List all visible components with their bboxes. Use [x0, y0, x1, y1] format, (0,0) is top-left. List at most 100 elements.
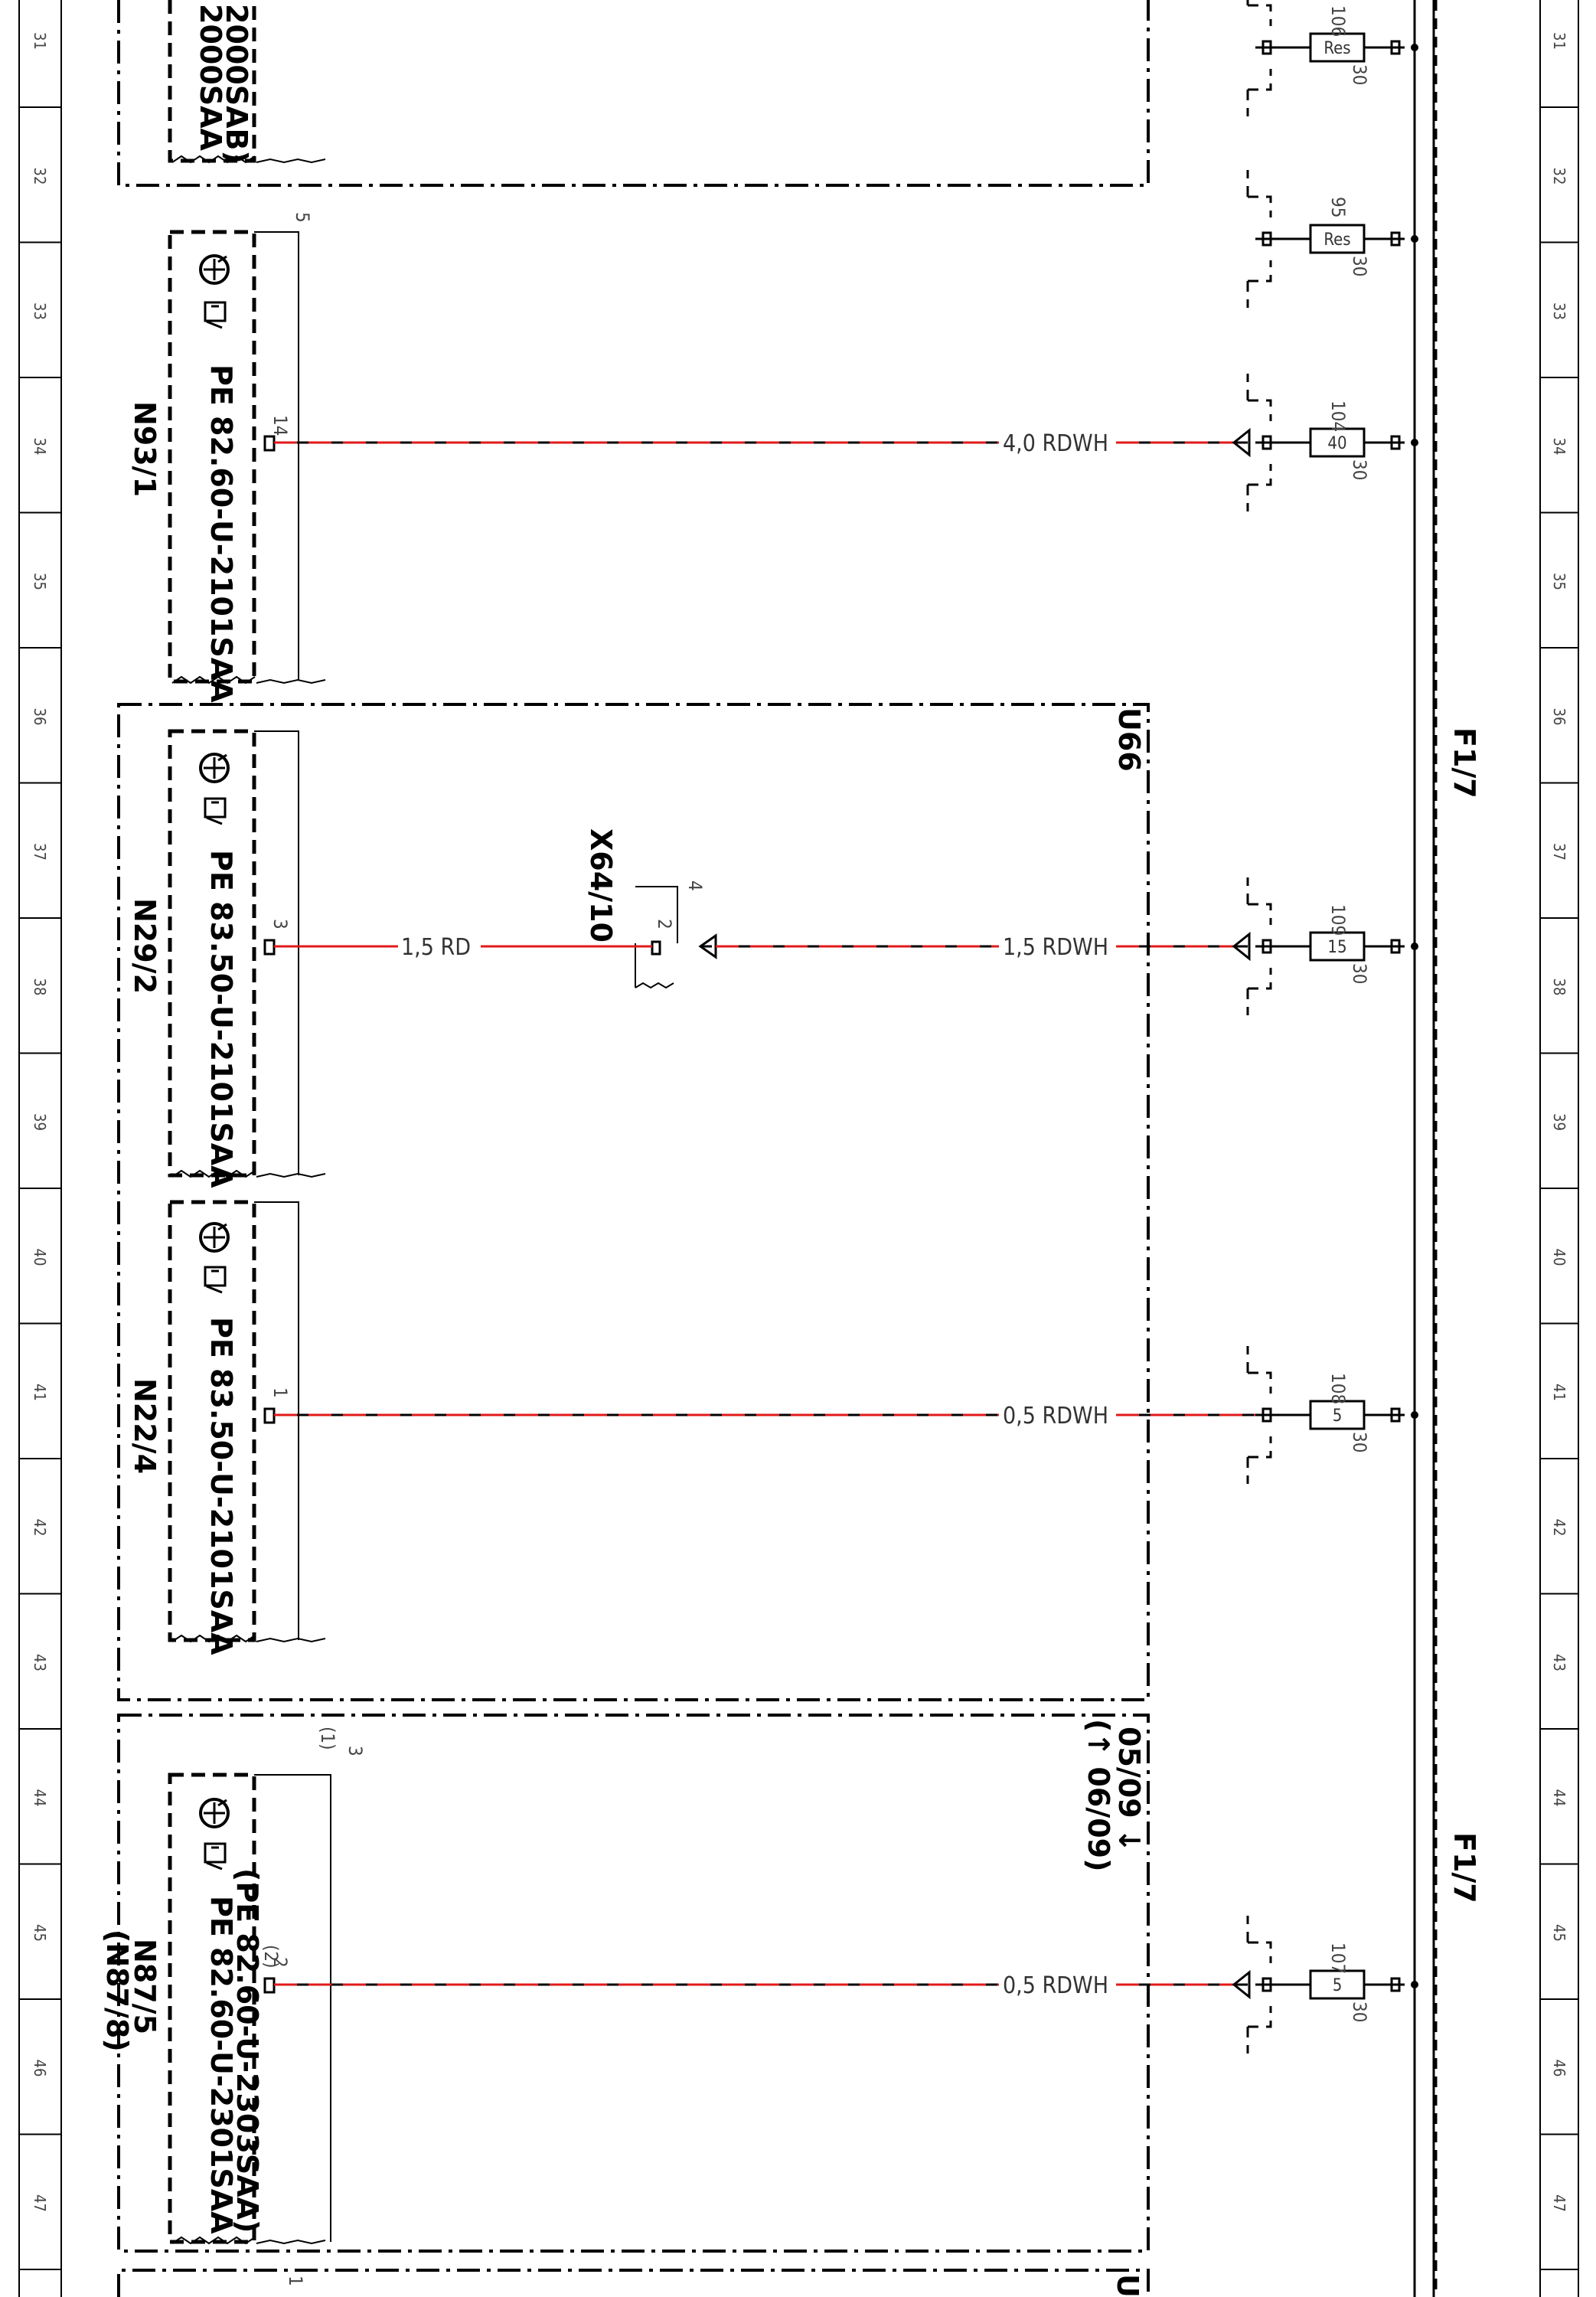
fuse-pin: 30 [1349, 2001, 1370, 2022]
wire-2: 1,5 RD 3 [263, 919, 652, 961]
fuse-number: 109 [1327, 904, 1349, 936]
grid-number-right: 36 [1550, 708, 1568, 726]
module-n93-1-code: N93/1 [128, 401, 162, 497]
grid-number-right: 39 [1550, 1113, 1568, 1131]
wire-5-pin: 2 [269, 1957, 291, 1968]
fuse-number: 108 [1327, 1373, 1349, 1404]
grid-number-left: 40 [31, 1249, 49, 1266]
group-box-next [117, 2269, 1150, 2297]
grid-number-left: 45 [31, 1924, 49, 1942]
fuse-number: 95 [1327, 197, 1349, 217]
group-box-u66 [117, 703, 1150, 1701]
grid-number-left: 44 [31, 1789, 49, 1807]
module-n87-5-box [168, 1773, 256, 2244]
zigzag [171, 1169, 256, 1178]
grid-number-right: 33 [1550, 302, 1568, 320]
zigzag [171, 1634, 256, 1643]
fuse-rating: 5 [1333, 1976, 1343, 1995]
fuse-104: 40 104 30 [1232, 374, 1418, 511]
connector-pin-outer: 4 [684, 881, 706, 891]
wire-3: 1,5 RDWH [716, 934, 1234, 961]
module-n87-5-code-alt: (N87/8) [100, 1929, 134, 2052]
zigzag [171, 155, 256, 164]
hand-icon [204, 1842, 227, 1871]
module-n22-4-code: N22/4 [128, 1378, 162, 1474]
fuse-box [1309, 1400, 1366, 1430]
fuse-rating: 40 [1327, 434, 1346, 453]
grid-number-right: 44 [1550, 1789, 1568, 1807]
module-n22-4: N22/4 PE 83.50-U-2101SAA [128, 1200, 326, 1655]
fuse-number: 106 [1327, 5, 1349, 37]
module-n93-1-box [168, 230, 256, 684]
grid-number-left: 39 [31, 1113, 49, 1131]
fuse-bus-label: F1/7 [1447, 727, 1481, 799]
connector-x64-10: X64/10 4 2 [584, 828, 717, 989]
fuse-pin: 30 [1349, 64, 1370, 85]
hand-icon [204, 1266, 227, 1294]
module-n87-5: 3 (1) N87/5 (N87/8) PE 82.60-U-2301SAA (… [100, 1727, 366, 2245]
wire-1-pin: 14 [269, 415, 291, 436]
grid-number-left: 31 [31, 32, 49, 50]
grid-number-right: 41 [1550, 1384, 1568, 1401]
fuse-pin: 30 [1349, 963, 1370, 984]
connector-pin-inner: 2 [654, 919, 675, 930]
grid-number-left: 37 [31, 843, 49, 861]
fuse-107: 5 107 30 [1232, 1916, 1418, 2054]
fuse-box [1309, 224, 1366, 254]
grid-number-left: 34 [31, 438, 49, 456]
connector-arrow-icon [1232, 931, 1251, 962]
transistor-icon [199, 1798, 230, 1828]
group-box-bottom [117, 1714, 1150, 2253]
module-n29-2: N29/2 PE 83.50-U-2101SAA [128, 729, 326, 1188]
fuse-rating: Res [1323, 230, 1350, 250]
group-box-label: U66 [1112, 707, 1146, 772]
grid-number-left: 43 [31, 1654, 49, 1671]
top-module: 2000SAA 2000SAB) [117, 0, 1150, 187]
grid-number-right: 40 [1550, 1249, 1568, 1266]
fuse-106: Res 106 30 [1246, 0, 1418, 116]
module-n87-5-pe-ref: PE 82.60-U-2301SAA [204, 1896, 238, 2234]
fuse-rating: 5 [1333, 1407, 1343, 1426]
grid-number-right: 43 [1550, 1654, 1568, 1671]
grid-number-left: 41 [31, 1384, 49, 1401]
grid-number-left: 47 [31, 2194, 49, 2212]
fuse-pin: 30 [1349, 459, 1370, 480]
module-n29-2-code: N29/2 [128, 898, 162, 994]
fuse-block: Res10630Res95304010430151093051083051073… [1232, 0, 1418, 2054]
connector-arrow-icon [1232, 427, 1251, 458]
fuse-box [1309, 32, 1366, 63]
grid-number-right: 32 [1550, 168, 1568, 185]
module-n93-1-corner-pin: 5 [292, 212, 313, 223]
transistor-icon [199, 1222, 230, 1253]
module-n22-4-pe-ref: PE 83.50-U-2101SAA [204, 1317, 238, 1655]
connector-code: X64/10 [584, 828, 618, 943]
grid-number-left: 46 [31, 2060, 49, 2077]
grid-number-right: 38 [1550, 979, 1568, 996]
grid-number-left: 36 [31, 708, 49, 726]
fuse-number: 104 [1327, 400, 1349, 432]
module-n93-1-pe-ref: PE 82.60-U-2101SAA [204, 364, 238, 703]
module-n29-2-pe-ref: PE 83.50-U-2101SAA [204, 850, 238, 1188]
wire-label-2: 1,5 RD [401, 934, 471, 961]
grid-number-right: 34 [1550, 438, 1568, 456]
top-module-text-2: 2000SAB) [220, 4, 253, 164]
grid-number-right: 37 [1550, 843, 1568, 861]
fuse-pin: 30 [1349, 256, 1370, 276]
wire-label-4: 0,5 RDWH [1003, 1403, 1108, 1429]
fuse-number: 107 [1327, 1942, 1349, 1974]
wire-2-pin: 3 [269, 919, 291, 930]
grid-number-left: 35 [31, 573, 49, 590]
connector-arrow-icon [1232, 1969, 1251, 2000]
transistor-icon [199, 753, 230, 783]
hand-icon [204, 301, 227, 329]
wire-5-pin-alt: (2) [260, 1945, 282, 1969]
grid-number-right: 46 [1550, 2060, 1568, 2077]
fuse-95: Res 95 30 [1246, 170, 1418, 308]
date-note-line1: 05/09 ↓ [1112, 1727, 1146, 1853]
top-module-box [117, 0, 1150, 187]
fuse-rating: Res [1323, 39, 1350, 58]
fuse-bus-label-2: F1/7 [1447, 1832, 1481, 1903]
